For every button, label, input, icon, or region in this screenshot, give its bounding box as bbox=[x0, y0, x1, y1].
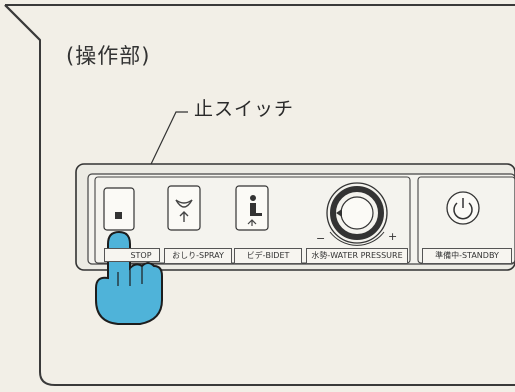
dial-pointer-icon bbox=[336, 209, 342, 217]
dial-plus-label: + bbox=[388, 230, 398, 243]
bidet-icon bbox=[250, 195, 262, 216]
standby-label: 準備中-STANDBY bbox=[422, 248, 512, 264]
stop-label: STOP bbox=[104, 248, 160, 262]
water-pressure-dial[interactable] bbox=[326, 182, 388, 246]
spray-icon bbox=[175, 199, 193, 222]
stop-button[interactable] bbox=[103, 187, 135, 231]
stop-switch-callout: 止スイッチ bbox=[194, 98, 295, 120]
stop-square-icon bbox=[115, 212, 122, 219]
standby-button[interactable] bbox=[446, 191, 480, 225]
bidet-button[interactable] bbox=[235, 185, 269, 231]
dial-minus-label: − bbox=[316, 232, 326, 245]
section-heading: (操作部) bbox=[66, 44, 151, 68]
power-icon bbox=[453, 198, 473, 220]
spray-button[interactable] bbox=[167, 185, 201, 231]
bidet-label: ビデ-BIDET bbox=[234, 248, 302, 264]
water-pressure-label: 水勢-WATER PRESSURE bbox=[306, 248, 408, 264]
spray-label: おしり-SPRAY bbox=[164, 248, 232, 264]
